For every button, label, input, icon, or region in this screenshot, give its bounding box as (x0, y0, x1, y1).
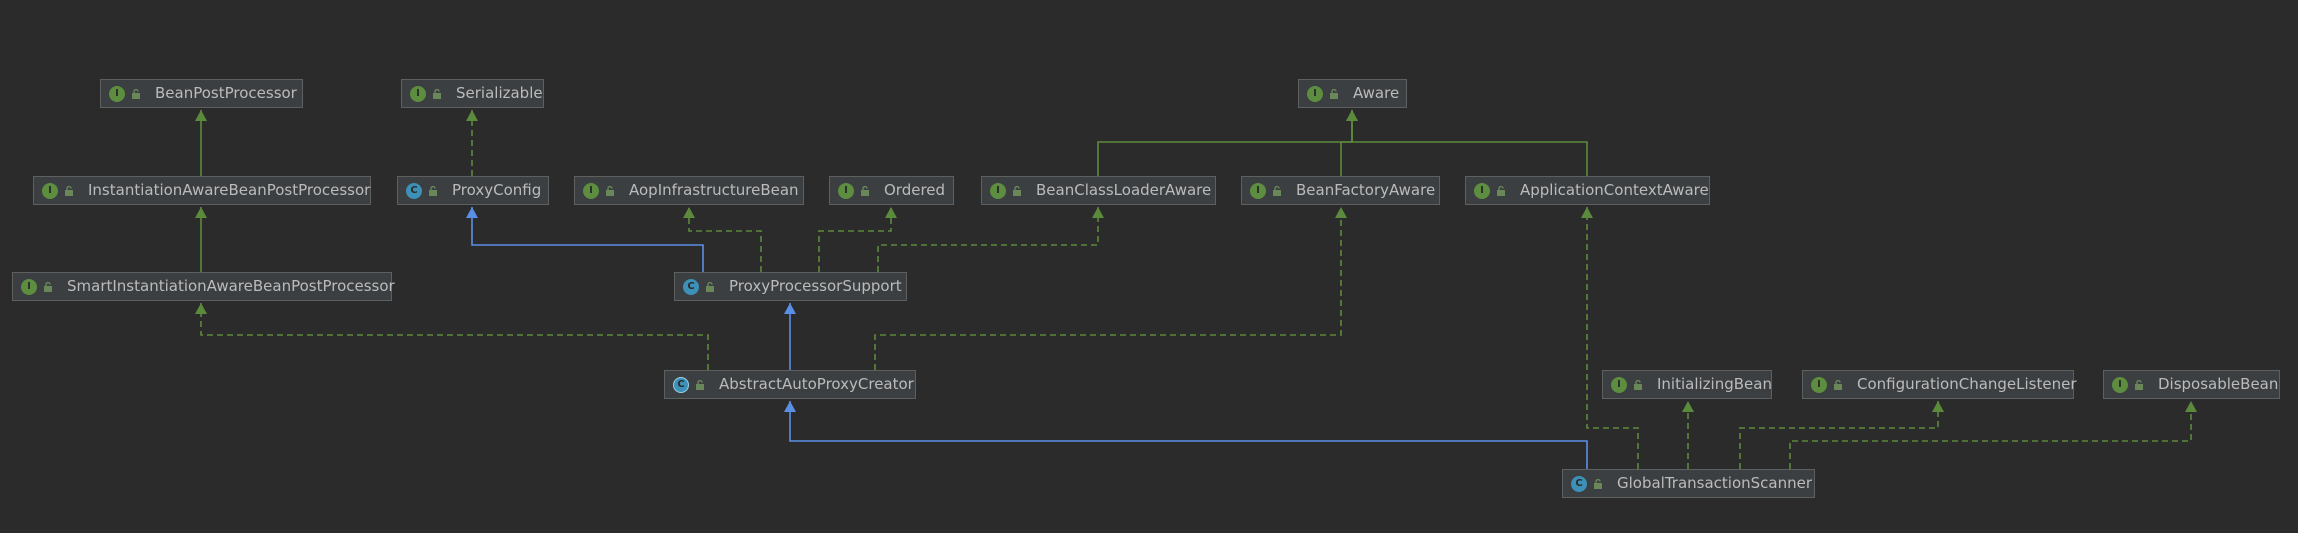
edge-proxy_processor_support-to-ordered (818, 207, 892, 272)
interface-badge-icon: I (21, 278, 37, 295)
lock-icon (696, 379, 704, 390)
node-label: Ordered (884, 181, 946, 199)
arrowhead-smart_instantiation_aware (195, 303, 207, 314)
node-label: ApplicationContextAware (1520, 181, 1709, 199)
lock-icon (1634, 379, 1642, 390)
node-bean-post-processor[interactable]: I BeanPostProcessor (100, 79, 303, 108)
abstract-class-badge-icon: C (673, 376, 689, 393)
edge-global_transaction_scanner-to-configuration_change_listener (1739, 401, 1939, 469)
arrowhead-proxy_processor_support (784, 303, 796, 314)
lock-icon (2135, 379, 2143, 390)
edge-application_context_aware-to-aware (1351, 110, 1588, 176)
arrowhead-configuration_change_listener (1932, 401, 1944, 412)
lock-icon (606, 185, 614, 196)
arrowhead-ordered (885, 207, 897, 218)
node-label: ProxyProcessorSupport (729, 277, 902, 295)
lock-icon (429, 185, 437, 196)
node-proxy-config[interactable]: C ProxyConfig (397, 176, 549, 205)
node-abstract-auto-proxy-creator[interactable]: C AbstractAutoProxyCreator (664, 370, 916, 399)
class-badge-icon: C (683, 278, 699, 295)
interface-badge-icon: I (1474, 182, 1490, 199)
node-aware[interactable]: I Aware (1298, 79, 1407, 108)
arrowhead-bean_factory_aware (1335, 207, 1347, 218)
interface-badge-icon: I (1250, 182, 1266, 199)
lock-icon (65, 185, 73, 196)
interface-badge-icon: I (42, 182, 58, 199)
node-serializable[interactable]: I Serializable (401, 79, 544, 108)
node-label: AbstractAutoProxyCreator (719, 375, 914, 393)
lock-icon (861, 185, 869, 196)
node-proxy-processor-support[interactable]: C ProxyProcessorSupport (674, 272, 907, 301)
arrowhead-application_context_aware (1581, 207, 1593, 218)
arrowhead-bean_post_processor (195, 110, 207, 121)
interface-badge-icon: I (990, 182, 1006, 199)
arrowhead-abstract_auto_proxy_creator (784, 401, 796, 412)
arrowhead-aware (1346, 110, 1358, 121)
node-smart-instantiation-aware-bean-post-processor[interactable]: I SmartInstantiationAwareBeanPostProcess… (12, 272, 395, 301)
lock-icon (1013, 185, 1021, 196)
edge-global_transaction_scanner-to-disposable_bean (1789, 401, 2192, 469)
arrowhead-disposable_bean (2185, 401, 2197, 412)
arrowhead-instantiation_aware (195, 207, 207, 218)
arrowhead-proxy_config (466, 207, 478, 218)
node-bean-class-loader-aware[interactable]: I BeanClassLoaderAware (981, 176, 1216, 205)
arrowhead-initializing_bean (1682, 401, 1694, 412)
node-label: InitializingBean (1657, 375, 1772, 393)
edge-proxy_processor_support-to-proxy_config (471, 207, 704, 272)
lock-icon (1330, 88, 1338, 99)
node-disposable-bean[interactable]: I DisposableBean (2103, 370, 2280, 399)
node-label: ConfigurationChangeListener (1857, 375, 2077, 393)
node-label: ProxyConfig (452, 181, 542, 199)
interface-badge-icon: I (1611, 376, 1627, 393)
interface-badge-icon: I (1307, 85, 1323, 102)
node-initializing-bean[interactable]: I InitializingBean (1602, 370, 1772, 399)
interface-badge-icon: I (583, 182, 599, 199)
class-badge-icon: C (406, 182, 422, 199)
node-label: DisposableBean (2158, 375, 2279, 393)
edge-abstract_auto_proxy_creator-to-smart_instantiation_aware (200, 303, 709, 370)
arrowhead-bean_class_loader_aware (1092, 207, 1104, 218)
edge-global_transaction_scanner-to-application_context_aware (1586, 207, 1639, 469)
lock-icon (433, 88, 441, 99)
node-configuration-change-listener[interactable]: I ConfigurationChangeListener (1802, 370, 2077, 399)
arrowhead-serializable (466, 110, 478, 121)
node-label: SmartInstantiationAwareBeanPostProcessor (67, 277, 395, 295)
lock-icon (706, 281, 714, 292)
interface-badge-icon: I (838, 182, 854, 199)
lock-icon (132, 88, 140, 99)
lock-icon (44, 281, 52, 292)
node-label: AopInfrastructureBean (629, 181, 799, 199)
node-label: BeanPostProcessor (155, 84, 297, 102)
arrowhead-aop_infrastructure_bean (683, 207, 695, 218)
node-label: GlobalTransactionScanner (1617, 474, 1813, 492)
interface-badge-icon: I (410, 85, 426, 102)
lock-icon (1273, 185, 1281, 196)
lock-icon (1594, 478, 1602, 489)
node-label: BeanClassLoaderAware (1036, 181, 1212, 199)
edge-abstract_auto_proxy_creator-to-bean_factory_aware (874, 207, 1342, 370)
edge-global_transaction_scanner-to-abstract_auto_proxy_creator (789, 401, 1588, 469)
node-label: Aware (1353, 84, 1400, 102)
interface-badge-icon: I (109, 85, 125, 102)
node-global-transaction-scanner[interactable]: C GlobalTransactionScanner (1562, 469, 1815, 498)
class-badge-icon: C (1571, 475, 1587, 492)
node-ordered[interactable]: I Ordered (829, 176, 954, 205)
node-label: BeanFactoryAware (1296, 181, 1436, 199)
edge-proxy_processor_support-to-aop_infrastructure_bean (688, 207, 762, 272)
lock-icon (1497, 185, 1505, 196)
edge-bean_class_loader_aware-to-aware (1097, 110, 1353, 176)
node-instantiation-aware-bean-post-processor[interactable]: I InstantiationAwareBeanPostProcessor (33, 176, 371, 205)
node-aop-infrastructure-bean[interactable]: I AopInfrastructureBean (574, 176, 804, 205)
edge-proxy_processor_support-to-bean_class_loader_aware (877, 207, 1099, 272)
node-application-context-aware[interactable]: I ApplicationContextAware (1465, 176, 1710, 205)
node-bean-factory-aware[interactable]: I BeanFactoryAware (1241, 176, 1440, 205)
node-label: InstantiationAwareBeanPostProcessor (88, 181, 371, 199)
interface-badge-icon: I (2112, 376, 2128, 393)
node-label: Serializable (456, 84, 543, 102)
lock-icon (1834, 379, 1842, 390)
interface-badge-icon: I (1811, 376, 1827, 393)
